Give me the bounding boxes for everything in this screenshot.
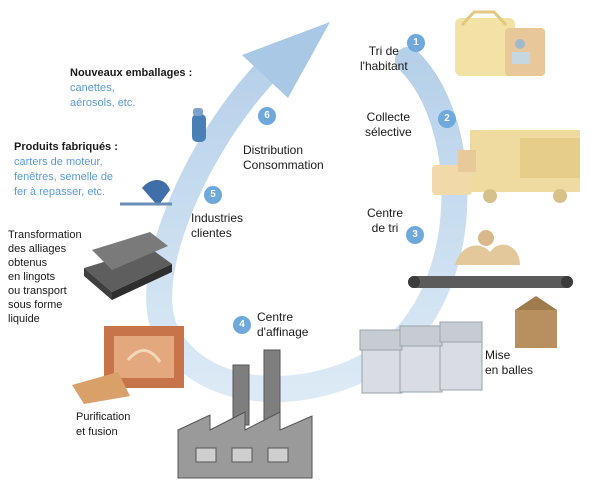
manufactured-products-item: fenêtres, semelle de [14, 171, 114, 183]
home-sorting-illustration [455, 10, 545, 76]
step-2-label: Collecte sélective [365, 110, 412, 139]
arrow-head [242, 22, 330, 98]
manufactured-products-item: fer à repasser, etc. [14, 186, 106, 198]
sorting-center-illustration [408, 230, 573, 348]
step-4-label: Centre d'affinage [257, 310, 309, 339]
refining-factory-illustration [177, 349, 313, 479]
melting-furnace-illustration [72, 326, 184, 404]
ingots-illustration [84, 232, 172, 300]
new-packaging-item: canettes, [70, 82, 115, 94]
step-1-label: Tri de l'habitant [360, 44, 408, 73]
step-badge-4: 4 [233, 316, 251, 334]
step-5-label: Industries clientes [191, 211, 244, 240]
manufactured-products-title: Produits fabriqués : [14, 141, 118, 153]
step-badge-2: 2 [438, 110, 456, 128]
step-3-label: Centre de tri [367, 206, 404, 235]
step-badge-3: 3 [406, 226, 424, 244]
bales-illustration [359, 321, 483, 394]
transformation-label: Transformation des alliages obtenus en l… [8, 229, 82, 325]
new-packaging-item: aérosols, etc. [70, 97, 136, 109]
new-packaging-title: Nouveaux emballages : [70, 67, 193, 79]
collection-truck-illustration [432, 130, 580, 203]
new-packaging-block: Nouveaux emballages : canettes, aérosols… [70, 66, 192, 111]
cans-illustration [192, 108, 206, 142]
baling-label: Mise en balles [485, 348, 534, 377]
manufactured-products-block: Produits fabriqués : carters de moteur, … [14, 140, 118, 200]
step-6-label: Distribution Consommation [243, 143, 324, 172]
step-badge-1: 1 [407, 34, 425, 52]
step-badge-6: 6 [258, 107, 276, 125]
manufactured-products-item: carters de moteur, [14, 156, 103, 168]
purification-label: Purification et fusion [76, 411, 131, 438]
iron-illustration [120, 180, 172, 206]
step-badge-5: 5 [204, 186, 222, 204]
